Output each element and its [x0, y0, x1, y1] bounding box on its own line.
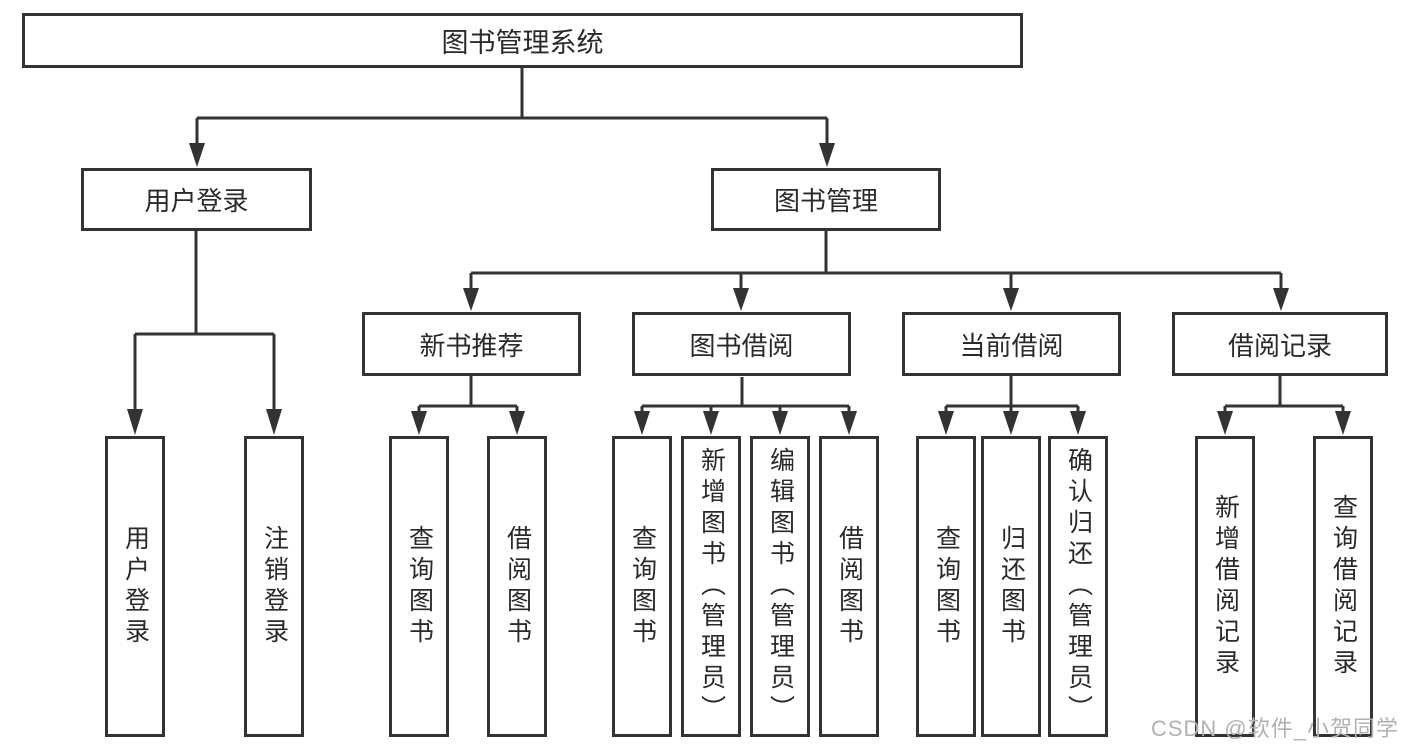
node-library-management-system: 图书管理系统 [22, 13, 1023, 68]
node-label: 编辑图书（管理员） [766, 447, 795, 726]
leaf-edit-books-admin: 编辑图书（管理员） [750, 436, 810, 737]
leaf-add-borrow-record: 新增借阅记录 [1195, 436, 1255, 737]
node-book-management: 图书管理 [711, 168, 941, 231]
node-book-borrowing: 图书借阅 [632, 312, 851, 376]
leaf-return-books: 归还图书 [981, 436, 1041, 737]
node-current-borrowing: 当前借阅 [902, 312, 1121, 376]
leaf-borrow-books-1: 借阅图书 [487, 436, 547, 737]
node-label: 图书管理系统 [441, 28, 604, 58]
node-label: 新书推荐 [419, 330, 524, 361]
node-label: 图书管理 [773, 186, 878, 216]
node-label: 借阅记录 [1227, 330, 1332, 361]
leaf-user-login: 用户登录 [105, 436, 165, 737]
leaf-query-borrow-record: 查询借阅记录 [1313, 436, 1373, 737]
node-label: 注销登录 [260, 524, 289, 649]
node-label: 确认归还（管理员） [1064, 447, 1093, 726]
node-label: 用户登录 [121, 524, 150, 649]
leaf-query-books-3: 查询图书 [916, 436, 976, 737]
csdn-watermark: CSDN @软件_小贺同学 [1150, 716, 1399, 741]
leaf-query-books-2: 查询图书 [612, 436, 672, 737]
node-label: 归还图书 [997, 524, 1026, 649]
node-label: 借阅图书 [503, 524, 532, 649]
node-label: 新增图书（管理员） [697, 447, 726, 726]
node-new-book-recommendation: 新书推荐 [362, 312, 581, 376]
node-label: 查询图书 [932, 524, 961, 649]
node-borrowing-records: 借阅记录 [1172, 312, 1388, 376]
leaf-confirm-return-admin: 确认归还（管理员） [1048, 436, 1108, 737]
node-label: 新增借阅记录 [1211, 493, 1240, 680]
leaf-add-books-admin: 新增图书（管理员） [681, 436, 741, 737]
node-label: 借阅图书 [835, 524, 864, 649]
node-label: 查询图书 [405, 524, 434, 649]
node-label: 图书借阅 [689, 330, 794, 361]
node-label: 查询图书 [628, 524, 657, 649]
leaf-query-books-1: 查询图书 [389, 436, 449, 737]
node-label: 当前借阅 [959, 330, 1064, 361]
leaf-borrow-books-2: 借阅图书 [819, 436, 879, 737]
node-label: 查询借阅记录 [1329, 493, 1358, 680]
leaf-logout: 注销登录 [244, 436, 304, 737]
node-label: 用户登录 [144, 186, 249, 216]
node-user-login: 用户登录 [81, 168, 312, 231]
